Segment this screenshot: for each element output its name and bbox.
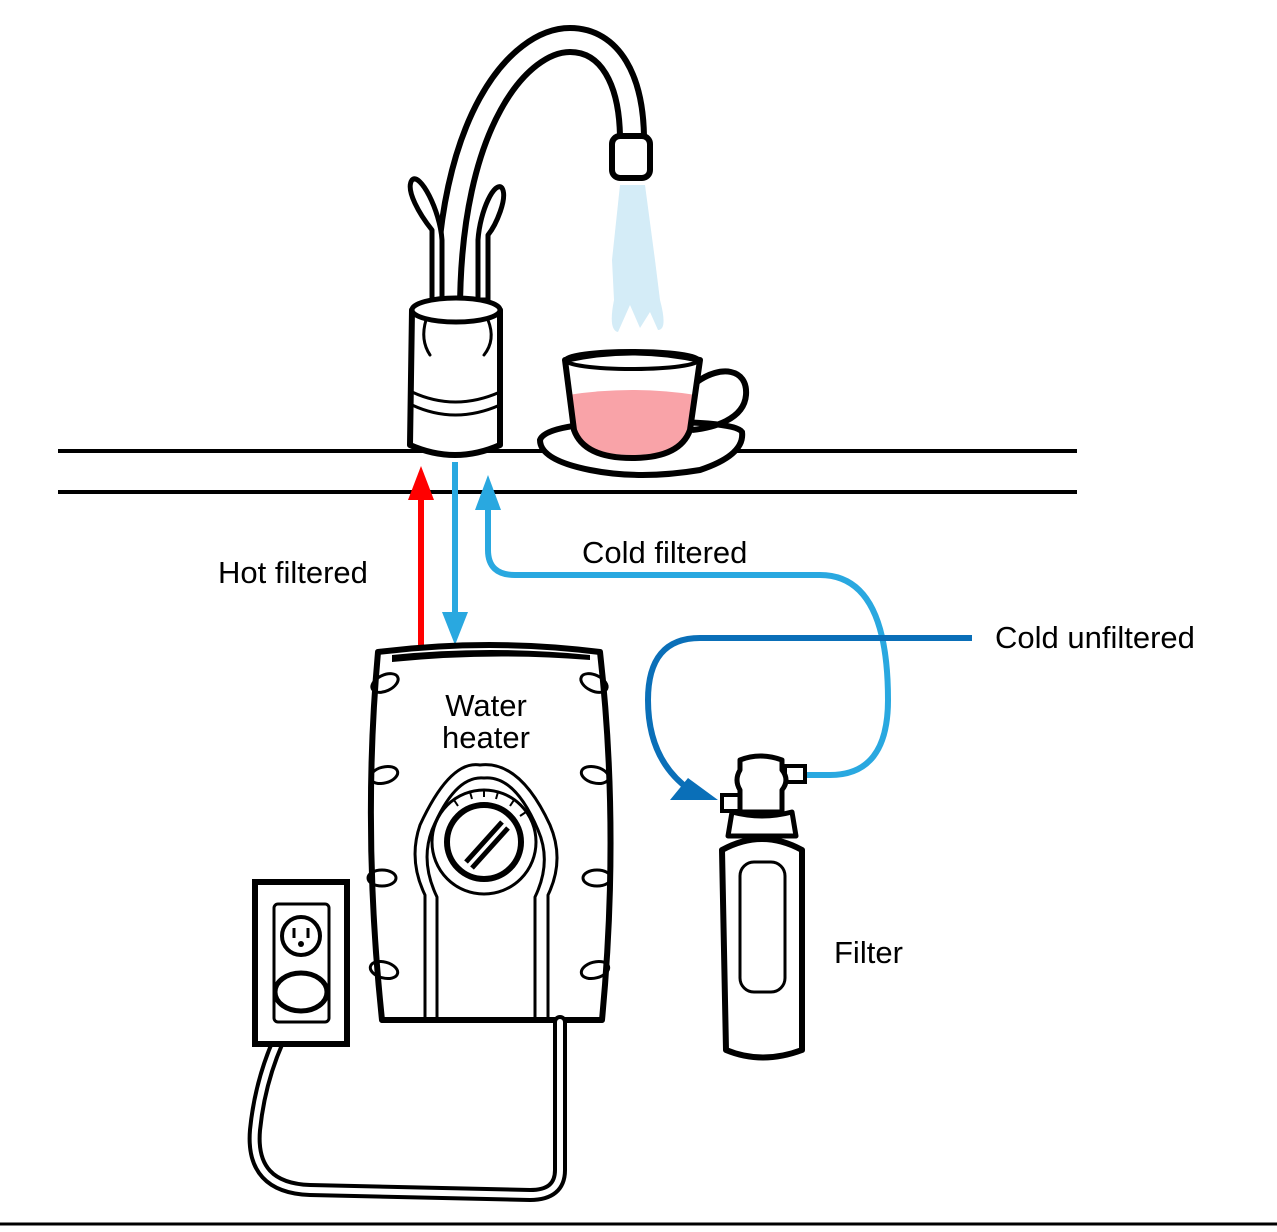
wall-outlet [252, 879, 350, 1047]
tea [568, 390, 696, 455]
cold-filtered-line [485, 495, 892, 778]
cold-filtered-arrowhead [475, 475, 501, 510]
water-filter [719, 753, 807, 1061]
water-heater [366, 642, 614, 1023]
cold-to-heater-arrowhead [442, 612, 468, 645]
label-hot-filtered: Hot filtered [218, 555, 368, 590]
label-water-heater-line1: Water [445, 688, 527, 723]
cold-unfiltered-arrowhead [670, 778, 718, 800]
label-cold-unfiltered: Cold unfiltered [995, 620, 1195, 655]
label-water-heater-line2: heater [442, 720, 530, 755]
cold-unfiltered-line [644, 635, 972, 793]
label-cold-filtered: Cold filtered [582, 535, 747, 570]
water-spray [611, 185, 664, 332]
teacup [536, 349, 750, 478]
hot-arrowhead [408, 466, 434, 500]
faucet-handles [407, 176, 506, 303]
faucet-spout [433, 24, 653, 313]
label-filter: Filter [834, 935, 903, 970]
faucet-base [407, 295, 503, 458]
